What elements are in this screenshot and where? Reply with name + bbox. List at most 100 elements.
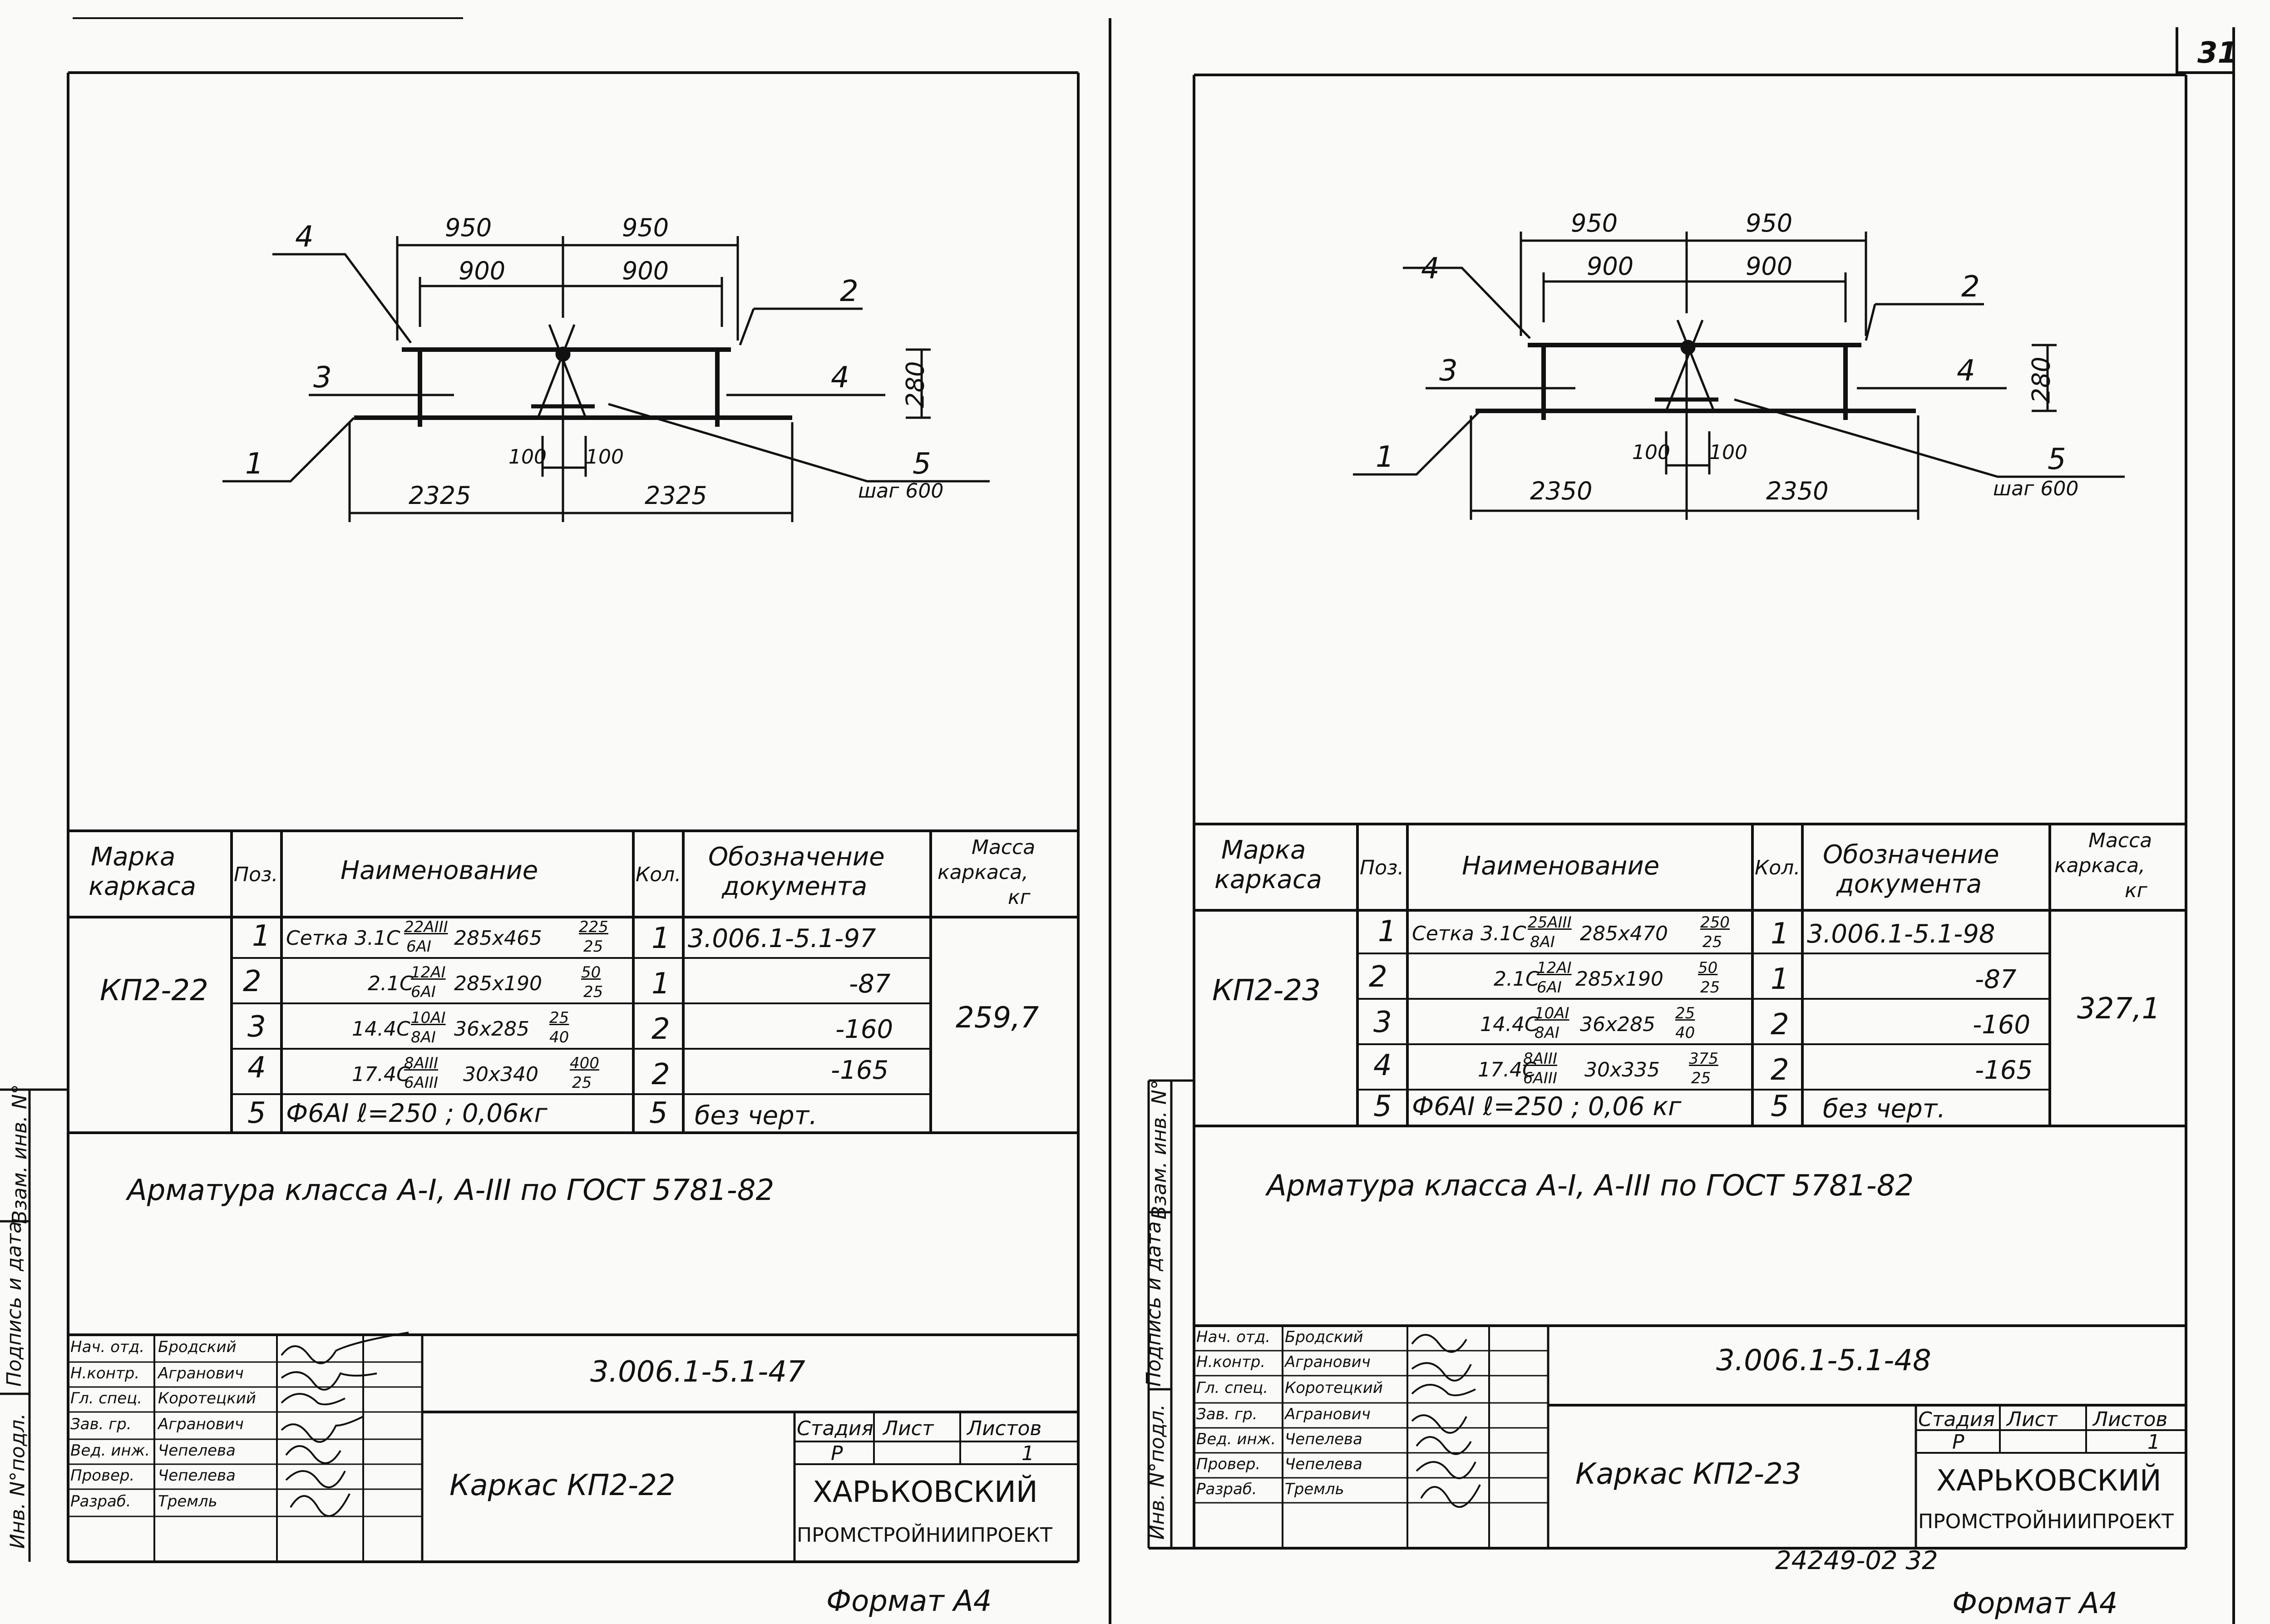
row3-doc: -160: [1973, 1010, 2031, 1040]
stage-hdr-3: Листов: [967, 1417, 1042, 1440]
mass-value: 327,1: [2077, 992, 2161, 1026]
steel-note: Арматура класса A-I, A-III по ГОСТ 5781-…: [1267, 1169, 1914, 1203]
role-1: Нач. отд.: [1196, 1328, 1271, 1346]
row1-poz: 1: [1378, 915, 1397, 948]
dim-top-inner-2: 900: [622, 257, 669, 285]
row3-poz: 3: [1373, 1006, 1392, 1039]
row2-frac-bot: 6AI: [1537, 978, 1562, 997]
org-name-2: промстройниипроект: [797, 1524, 1052, 1547]
callout-3: 3: [313, 361, 332, 395]
hdr-poz: Поз.: [1360, 856, 1404, 879]
row5-poz: 5: [247, 1096, 266, 1130]
dim-bottom-2: 2325: [645, 481, 707, 510]
person-4: Агранович: [1285, 1405, 1371, 1423]
callout-5: 5: [913, 447, 931, 481]
sheet-left-lines: [0, 17, 1111, 1624]
callout-1: 1: [1376, 440, 1394, 474]
stage-hdr-1: Стадия: [1918, 1408, 1995, 1431]
bottom-code: 24249-02 32: [1775, 1546, 1938, 1575]
dim-top-outer-2: 950: [622, 213, 669, 242]
row4-size: 30х335: [1584, 1058, 1660, 1081]
side-podpis: Подпись и дата: [3, 1221, 26, 1387]
dim-top-outer-1: 950: [1571, 209, 1618, 237]
callout-4-top: 4: [295, 220, 314, 254]
row1-kol: 1: [1771, 917, 1789, 951]
row4-poz: 4: [1373, 1049, 1392, 1082]
side-inv: Инв. N°подл.: [6, 1413, 30, 1549]
row1-size-top: 225: [579, 918, 608, 936]
hdr-massa-2: каркаса,: [2054, 854, 2146, 877]
row3-frac-bot: 8AI: [1535, 1024, 1559, 1042]
stage-hdr-3: Листов: [2093, 1408, 2168, 1431]
callout-3: 3: [1439, 354, 1458, 388]
stage-hdr-1: Стадия: [797, 1417, 873, 1440]
row4-frac-top: 8AIII: [1523, 1050, 1557, 1068]
hdr-naim: Наименование: [1462, 851, 1660, 881]
row1-size-bot: 25: [583, 938, 603, 956]
person-1: Бродский: [1285, 1328, 1363, 1346]
row5-kol: 5: [1771, 1090, 1789, 1123]
person-5: Чепелева: [158, 1441, 236, 1460]
row1-doc: 3.006.1-5.1-98: [1807, 919, 1995, 949]
row1-kol: 1: [651, 922, 670, 955]
row2-name: 2.1С: [368, 972, 414, 995]
row4-size: 30х340: [463, 1063, 539, 1086]
person-2: Агранович: [158, 1364, 244, 1382]
row1-name: Сетка 3.1С: [1412, 922, 1526, 945]
dim-bottom-2: 2350: [1766, 477, 1829, 505]
row4-frac-bot: 6AIII: [404, 1074, 438, 1092]
side-podpis: Подпись и дата: [1142, 1221, 1166, 1387]
role-7: Разраб.: [1196, 1480, 1257, 1498]
dim-small-2: 100: [1709, 441, 1747, 464]
row4-frac-bot: 6AIII: [1523, 1069, 1557, 1087]
hdr-marka-2: каркаса: [1214, 865, 1322, 894]
stage-hdr-2: Лист: [2007, 1408, 2058, 1431]
sheet-right-lines: [1147, 27, 2235, 1624]
dim-top-outer-1: 950: [445, 213, 492, 242]
row2-poz: 2: [1369, 960, 1387, 994]
dim-small-1: 100: [1632, 441, 1670, 464]
row5-name: Ф6AI ℓ=250 ; 0,06кг: [286, 1099, 548, 1128]
role-5: Вед. инж.: [70, 1441, 150, 1460]
row1-size: 285х465: [454, 927, 543, 950]
role-3: Гл. спец.: [70, 1389, 143, 1407]
hdr-obozn-2: документа: [722, 872, 868, 901]
hdr-massa-3: кг: [2125, 879, 2147, 902]
row2-doc: -87: [1975, 965, 2017, 994]
row3-kol: 2: [651, 1012, 670, 1046]
callout-1: 1: [245, 447, 264, 481]
doc-code: 3.006.1-5.1-48: [1716, 1344, 1931, 1377]
hdr-obozn-2: документа: [1836, 869, 1982, 899]
role-2: Н.контр.: [70, 1364, 140, 1382]
person-1: Бродский: [158, 1338, 237, 1356]
dim-bottom-1: 2325: [409, 481, 471, 510]
row2-frac-bot: 6AI: [411, 983, 436, 1001]
row2-size-top: 50: [581, 963, 601, 982]
hdr-marka-1: Марка: [91, 842, 176, 872]
dim-bottom-1: 2350: [1530, 477, 1593, 505]
row3-poz: 3: [247, 1010, 266, 1044]
hdr-naim: Наименование: [340, 856, 538, 885]
row1-size-bot: 25: [1702, 933, 1722, 951]
sheet-right: 31 950 950 900 900 280 100 100 2350 2350…: [1112, 0, 2270, 1624]
hdr-massa-1: Масса: [972, 836, 1036, 859]
role-6: Провер.: [1196, 1455, 1261, 1473]
stage-val-1: Р: [1952, 1431, 1964, 1454]
person-7: Тремль: [158, 1492, 217, 1510]
side-vzam: Взам. инв. N°: [8, 1084, 31, 1224]
row1-poz: 1: [252, 919, 271, 953]
row2-poz: 2: [243, 965, 262, 998]
steel-note: Арматура класса A-I, A-III по ГОСТ 5781-…: [127, 1174, 775, 1207]
row3-doc: -160: [835, 1015, 893, 1044]
sheet-left: 950 950 900 900 280 100 100 2325 2325 ша…: [0, 0, 1112, 1624]
row2-kol: 1: [1771, 963, 1789, 996]
dim-step: шаг 600: [858, 479, 944, 503]
row1-name: Сетка 3.1С: [286, 927, 400, 950]
row3-name: 14.4С: [1480, 1013, 1539, 1036]
role-4: Зав. гр.: [70, 1415, 132, 1433]
row4-size-bot: 25: [1691, 1069, 1711, 1087]
mass-value: 259,7: [956, 1001, 1039, 1035]
dim-top-inner-1: 900: [1587, 252, 1634, 281]
callout-2: 2: [840, 275, 859, 308]
row4-size-top: 400: [570, 1054, 599, 1072]
